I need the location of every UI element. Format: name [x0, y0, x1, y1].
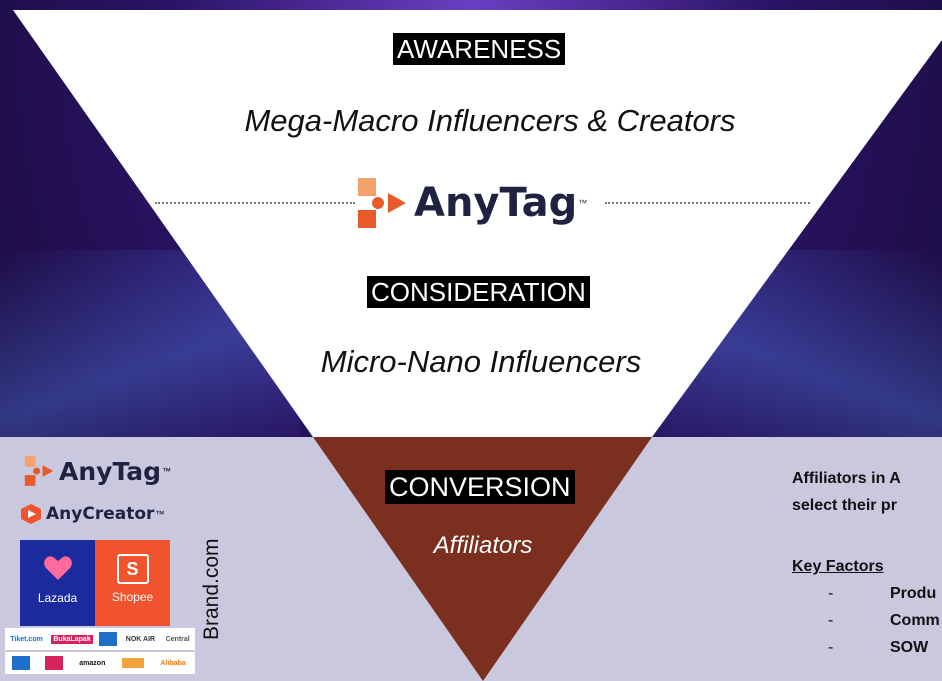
brand-site-label: Brand.com [200, 538, 223, 640]
awareness-subtitle: Mega-Macro Influencers & Creators [244, 103, 736, 138]
factor-item: SOW [890, 639, 929, 656]
consideration-label: CONSIDERATION [367, 276, 590, 308]
funnel-top-section [13, 10, 942, 437]
lazada-heart-icon [43, 556, 72, 580]
anycreator-logo: AnyCreator ™ [20, 503, 164, 525]
shopee-tile: S Shopee [95, 540, 170, 626]
partner-logo [12, 656, 31, 670]
anycreator-tm: ™ [155, 509, 165, 519]
partner-logos-row-2: amazon Alibaba [5, 652, 195, 674]
partner-logo [44, 656, 63, 670]
factor-bullet: - [828, 585, 834, 602]
shopee-bag-icon: S [116, 554, 149, 584]
partner-logo: NOK AIR [125, 635, 156, 643]
lazada-label: Lazada [37, 591, 78, 605]
affiliators-text-line-2: select their pr [792, 497, 897, 514]
partner-logo: BukaLapak [51, 634, 93, 644]
anytag-small-tm: ™ [162, 466, 172, 476]
partner-logo: Central [165, 635, 190, 643]
factor-item: Comm [890, 612, 940, 629]
partner-logo [99, 632, 118, 646]
partner-logo: Tiket.com [10, 635, 43, 643]
partner-logo [121, 658, 144, 668]
dotted-line-left [155, 202, 355, 204]
key-factors-title: Key Factors [792, 558, 884, 575]
factor-bullet: - [828, 612, 834, 629]
affiliators-text-line-1: Affiliators in A [792, 470, 901, 487]
conversion-subtitle: Affiliators [433, 532, 533, 559]
partner-logos-row-1: Tiket.com BukaLapak NOK AIR Central [5, 628, 195, 650]
anytag-play-icon [358, 178, 406, 228]
anytag-small-wordmark: AnyTag [59, 456, 162, 486]
conversion-label: CONVERSION [385, 470, 575, 504]
partner-logo: Alibaba [160, 659, 186, 667]
partner-logo: amazon [79, 659, 106, 667]
anytag-small-icon [24, 456, 54, 486]
anytag-small-logo: AnyTag ™ [23, 455, 171, 487]
factor-item: Produ [890, 585, 937, 602]
shopee-label: Shopee [111, 590, 154, 604]
awareness-label: AWARENESS [393, 33, 566, 65]
lazada-tile: Lazada [20, 540, 95, 626]
consideration-subtitle: Micro-Nano Influencers [320, 344, 642, 379]
dotted-line-right [605, 202, 810, 204]
anytag-center-tm: ™ [578, 198, 588, 208]
anycreator-icon [21, 504, 41, 524]
anytag-center-logo: AnyTag ™ [356, 176, 587, 230]
anytag-center-wordmark: AnyTag [414, 180, 578, 226]
anycreator-wordmark: AnyCreator [46, 504, 155, 524]
factor-bullet: - [828, 639, 834, 656]
